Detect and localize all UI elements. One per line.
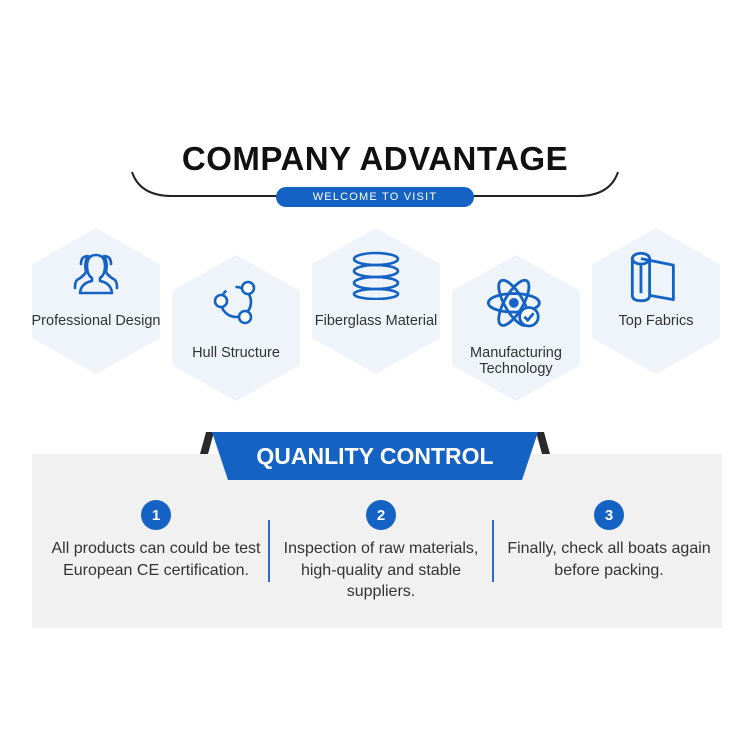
quality-step-2: 2 Inspection of raw materials, high-qual…: [272, 500, 490, 603]
hexagon-bg: [592, 228, 720, 374]
network-icon: [213, 280, 256, 325]
hexagon-bg: [452, 255, 580, 401]
quality-control-panel: [32, 454, 722, 628]
step-number-badge: 1: [141, 500, 171, 530]
quality-control-banner: [200, 432, 550, 480]
advantage-label: Professional Design: [31, 313, 161, 329]
advantage-top-fabrics: Top Fabrics: [590, 226, 722, 376]
atom-check-icon: [486, 278, 541, 328]
advantage-fiberglass-material: Fiberglass Material: [310, 226, 442, 376]
advantage-label: Top Fabrics: [618, 313, 694, 329]
fabric-roll-icon: [630, 251, 675, 303]
hexagon-bg: [172, 255, 300, 401]
step-divider: [268, 520, 270, 582]
advantage-label: Manufacturing Technology: [470, 345, 562, 377]
quality-step-3: 3 Finally, check all boats again before …: [500, 500, 718, 581]
step-number-badge: 2: [366, 500, 396, 530]
hexagon-bg: [32, 228, 160, 374]
advantage-hull-structure: Hull Structure: [170, 253, 302, 403]
quality-control-title: QUANLITY CONTROL: [256, 442, 494, 469]
welcome-badge: WELCOME TO VISIT: [276, 187, 474, 207]
advantage-label: Fiberglass Material: [314, 313, 438, 329]
step-text: Finally, check all boats again before pa…: [507, 540, 711, 579]
step-text: All products can could be test European …: [51, 540, 261, 579]
layers-icon: [352, 251, 400, 300]
step-text: Inspection of raw materials, high-qualit…: [283, 540, 479, 600]
quality-step-1: 1 All products can could be test Europea…: [47, 500, 265, 581]
advantage-manufacturing-technology: Manufacturing Technology: [450, 253, 582, 403]
advantage-professional-design: Professional Design: [30, 226, 162, 376]
hexagon-bg: [312, 228, 440, 374]
step-divider: [492, 520, 494, 582]
advantage-label: Hull Structure: [192, 345, 280, 361]
page-title: COMPANY ADVANTAGE: [181, 140, 569, 177]
step-number-badge: 3: [594, 500, 624, 530]
users-icon: [73, 253, 119, 295]
